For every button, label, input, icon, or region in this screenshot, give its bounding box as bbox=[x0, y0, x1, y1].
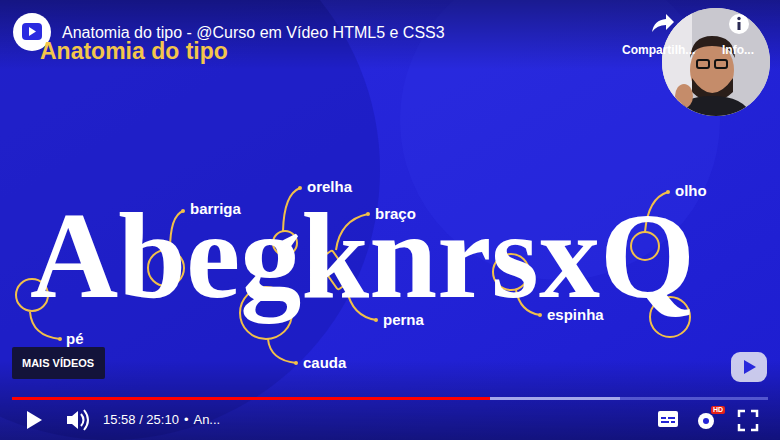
button-label: MAIS VÍDEOS bbox=[22, 357, 94, 369]
part-name: perna bbox=[383, 311, 424, 329]
separator: • bbox=[184, 412, 189, 428]
chapter-label: An... bbox=[193, 412, 220, 428]
part-name: olho bbox=[675, 182, 707, 200]
slide-heading: Anatomia do tipo bbox=[40, 38, 228, 65]
share-label: Compartilh... bbox=[622, 43, 695, 57]
hd-badge: HD bbox=[711, 406, 725, 414]
part-name: orelha bbox=[307, 178, 352, 196]
bottom-fade bbox=[0, 360, 780, 440]
specimen-letters: AbegknrsxQ bbox=[30, 195, 695, 317]
part-name: pé bbox=[66, 330, 84, 348]
info-icon bbox=[729, 14, 749, 34]
part-name: barriga bbox=[190, 200, 241, 218]
info-label: Info... bbox=[722, 43, 754, 57]
player-controls bbox=[27, 410, 757, 430]
progress-bar bbox=[12, 397, 768, 400]
video-title: Anatomia do tipo - @Curso em Vídeo HTML5… bbox=[62, 23, 445, 42]
part-name: espinha bbox=[547, 306, 604, 324]
part-name: cauda bbox=[303, 354, 346, 372]
part-name: braço bbox=[375, 205, 416, 223]
presenter-webcam bbox=[662, 8, 770, 116]
watermark-logo bbox=[731, 352, 767, 382]
more-videos-button: MAIS VÍDEOS bbox=[12, 347, 105, 379]
share-icon bbox=[652, 14, 674, 32]
time-display: 15:58 / 25:10 bbox=[103, 412, 179, 428]
